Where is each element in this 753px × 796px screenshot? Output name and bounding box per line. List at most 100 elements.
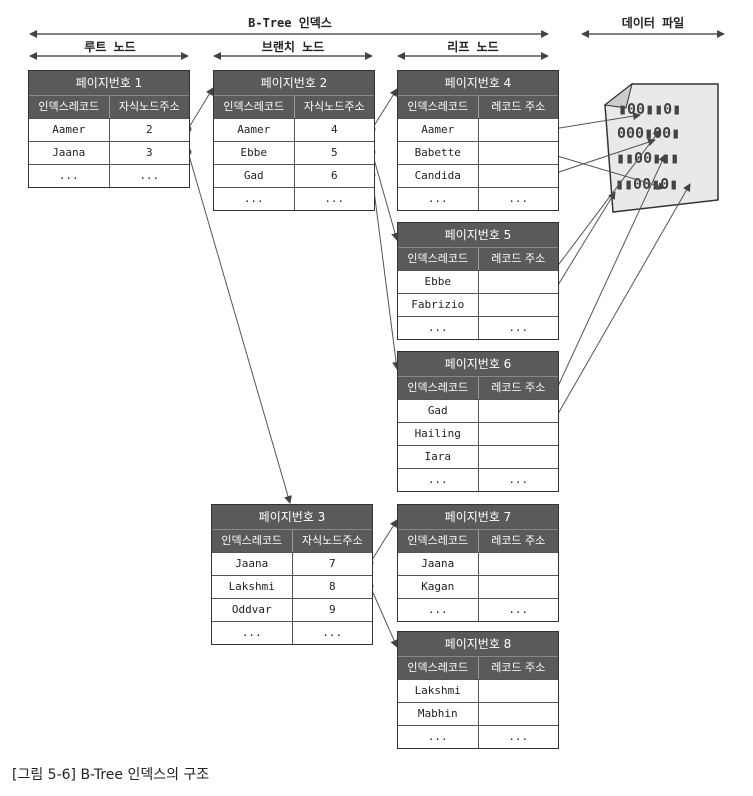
svg-text:000▮00▮: 000▮00▮ — [617, 124, 680, 142]
node-title: 페이지번호 3 — [212, 505, 372, 529]
col-header-address: 레코드 주소 — [491, 252, 546, 265]
index-record: Jaana — [398, 553, 479, 575]
address-cell — [479, 119, 559, 141]
index-record: Hailing — [398, 423, 479, 445]
node-title: 페이지번호 1 — [29, 71, 189, 95]
table-row: Iara — [398, 445, 558, 468]
node-title: 페이지번호 2 — [214, 71, 374, 95]
address-cell — [479, 271, 559, 293]
index-record: Oddvar — [212, 599, 293, 621]
address-cell: ... — [508, 730, 529, 743]
index-record: Ebbe — [214, 142, 295, 164]
col-header-address: 레코드 주소 — [491, 100, 546, 113]
col-header-record: 인덱스레코드 — [212, 530, 293, 552]
index-record: Aamer — [29, 119, 110, 141]
table-row: ...... — [212, 621, 372, 644]
node-title: 페이지번호 7 — [398, 505, 558, 529]
address-cell: ... — [508, 192, 529, 205]
index-record: Kagan — [398, 576, 479, 598]
data-file-icon: ▮00▮▮0▮ 000▮00▮ ▮▮00▮▮▮ ▮▮00▮0▮ — [603, 82, 719, 213]
col-header-record: 인덱스레코드 — [398, 96, 479, 118]
table-row: Mabhin — [398, 702, 558, 725]
svg-text:▮00▮▮0▮: ▮00▮▮0▮ — [618, 100, 681, 118]
address-cell: 2 — [145, 123, 153, 136]
address-cell: 3 — [145, 146, 153, 159]
index-record: Gad — [398, 400, 479, 422]
node-title: 페이지번호 5 — [398, 223, 558, 247]
table-row: Hailing — [398, 422, 558, 445]
table-row: Gad — [398, 399, 558, 422]
address-cell — [479, 294, 559, 316]
leaf-node-header: 리프 노드 — [447, 40, 499, 54]
address-cell: 6 — [330, 169, 338, 182]
address-cell: ... — [324, 192, 345, 205]
table-row: Babette — [398, 141, 558, 164]
table-row: ...... — [398, 725, 558, 748]
index-record: Fabrizio — [398, 294, 479, 316]
col-header-record: 인덱스레코드 — [398, 248, 479, 270]
figure-caption: [그림 5-6] B-Tree 인덱스의 구조 — [12, 767, 210, 783]
index-record: Iara — [398, 446, 479, 468]
table-row: Aamer — [398, 118, 558, 141]
index-record: Candida — [398, 165, 479, 187]
table-row: Kagan — [398, 575, 558, 598]
col-header-record: 인덱스레코드 — [398, 377, 479, 399]
col-header-address: 레코드 주소 — [491, 661, 546, 674]
table-row: Oddvar 9 — [212, 598, 372, 621]
address-cell — [479, 446, 559, 468]
address-cell: 9 — [328, 603, 336, 616]
table-row: ...... — [398, 187, 558, 210]
table-row: Ebbe — [398, 270, 558, 293]
address-cell: ... — [508, 321, 529, 334]
address-cell: ... — [322, 626, 343, 639]
table-row: Aamer 2 — [29, 118, 189, 141]
table-row: Jaana — [398, 552, 558, 575]
btree-index-header: B-Tree 인덱스 — [248, 16, 332, 30]
address-cell — [479, 400, 559, 422]
svg-text:▮▮00▮▮▮: ▮▮00▮▮▮ — [616, 149, 679, 167]
address-cell — [479, 165, 559, 187]
address-cell: ... — [508, 473, 529, 486]
node-title: 페이지번호 6 — [398, 352, 558, 376]
address-cell: 5 — [330, 146, 338, 159]
address-cell: 7 — [328, 557, 336, 570]
index-record: Ebbe — [398, 271, 479, 293]
table-row: ...... — [214, 187, 374, 210]
address-cell — [479, 553, 559, 575]
col-header-address: 자식노드주소 — [118, 100, 180, 113]
index-record: Mabhin — [398, 703, 479, 725]
index-record: ... — [398, 469, 479, 491]
branch-node-header: 브랜치 노드 — [261, 40, 325, 54]
address-cell: ... — [139, 169, 160, 182]
col-header-record: 인덱스레코드 — [398, 657, 479, 679]
col-header-address: 레코드 주소 — [491, 381, 546, 394]
address-cell — [479, 576, 559, 598]
index-record: ... — [398, 599, 479, 621]
index-record: Lakshmi — [212, 576, 293, 598]
address-cell: ... — [508, 603, 529, 616]
address-cell — [479, 703, 559, 725]
index-record: ... — [212, 622, 293, 644]
data-file-header: 데이터 파일 — [621, 16, 685, 30]
root-node-header: 루트 노드 — [84, 40, 136, 54]
table-row: ...... — [29, 164, 189, 187]
table-row: ...... — [398, 316, 558, 339]
table-row: Fabrizio — [398, 293, 558, 316]
index-record: ... — [398, 188, 479, 210]
table-row: Candida — [398, 164, 558, 187]
col-header-address: 자식노드주소 — [301, 534, 363, 547]
index-record: ... — [398, 726, 479, 748]
index-record: Babette — [398, 142, 479, 164]
address-cell: 4 — [330, 123, 338, 136]
